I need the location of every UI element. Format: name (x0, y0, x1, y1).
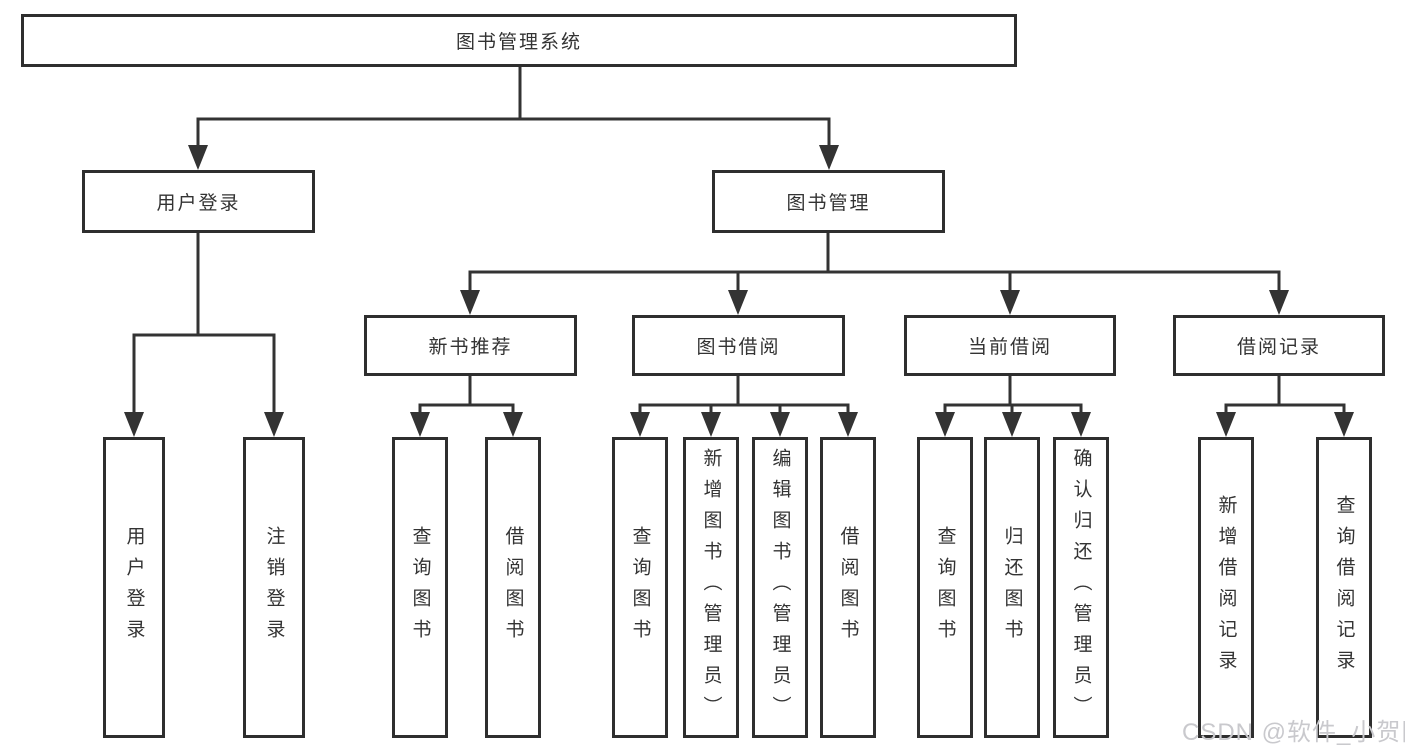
leaf-query-books-current: 查询图书 (917, 437, 973, 738)
leaf-user-login-label: 用户登录 (123, 525, 145, 650)
node-current-borrowing: 当前借阅 (904, 315, 1116, 376)
leaf-return-books: 归还图书 (984, 437, 1040, 738)
node-user-login: 用户登录 (82, 170, 315, 233)
leaf-add-borrow-record-label: 新增借阅记录 (1215, 494, 1237, 681)
leaf-edit-books-admin: 编辑图书（管理员） (752, 437, 808, 738)
leaf-borrow-books-recommend-label: 借阅图书 (502, 525, 524, 650)
leaf-add-borrow-record: 新增借阅记录 (1198, 437, 1254, 738)
leaf-borrow-books-borrowing: 借阅图书 (820, 437, 876, 738)
leaf-logout-login-label: 注销登录 (263, 525, 285, 650)
leaf-borrow-books-recommend: 借阅图书 (485, 437, 541, 738)
node-library-system-label: 图书管理系统 (455, 32, 582, 53)
node-new-book-recommend: 新书推荐 (364, 315, 577, 376)
leaf-query-books-borrowing: 查询图书 (612, 437, 668, 738)
leaf-user-login: 用户登录 (103, 437, 165, 738)
arrowhead-icons (124, 145, 1354, 437)
leaf-add-books-admin-label: 新增图书（管理员） (700, 448, 722, 727)
leaf-query-borrow-record: 查询借阅记录 (1316, 437, 1372, 738)
node-borrowing-records-label: 借阅记录 (1236, 337, 1321, 358)
leaf-logout-login: 注销登录 (243, 437, 305, 738)
leaf-return-books-label: 归还图书 (1001, 525, 1023, 650)
node-book-borrowing-label: 图书借阅 (696, 337, 781, 358)
leaf-query-books-current-label: 查询图书 (934, 525, 956, 650)
leaf-query-borrow-record-label: 查询借阅记录 (1333, 494, 1355, 681)
leaf-confirm-return-admin-label: 确认归还（管理员） (1070, 448, 1092, 727)
node-library-system: 图书管理系统 (21, 14, 1017, 67)
leaf-confirm-return-admin: 确认归还（管理员） (1053, 437, 1109, 738)
leaf-borrow-books-borrowing-label: 借阅图书 (837, 525, 859, 650)
node-book-borrowing: 图书借阅 (632, 315, 845, 376)
node-book-management: 图书管理 (712, 170, 945, 233)
leaf-query-books-borrowing-label: 查询图书 (629, 525, 651, 650)
leaf-edit-books-admin-label: 编辑图书（管理员） (769, 448, 791, 727)
watermark: CSDN @软件_小贺同学 (1182, 719, 1405, 746)
leaf-add-books-admin: 新增图书（管理员） (683, 437, 739, 738)
node-current-borrowing-label: 当前借阅 (967, 337, 1052, 358)
leaf-query-books-recommend: 查询图书 (392, 437, 448, 738)
leaf-query-books-recommend-label: 查询图书 (409, 525, 431, 650)
node-user-login-label: 用户登录 (156, 193, 241, 214)
node-book-management-label: 图书管理 (786, 193, 871, 214)
node-borrowing-records: 借阅记录 (1173, 315, 1385, 376)
node-new-book-recommend-label: 新书推荐 (428, 337, 513, 358)
